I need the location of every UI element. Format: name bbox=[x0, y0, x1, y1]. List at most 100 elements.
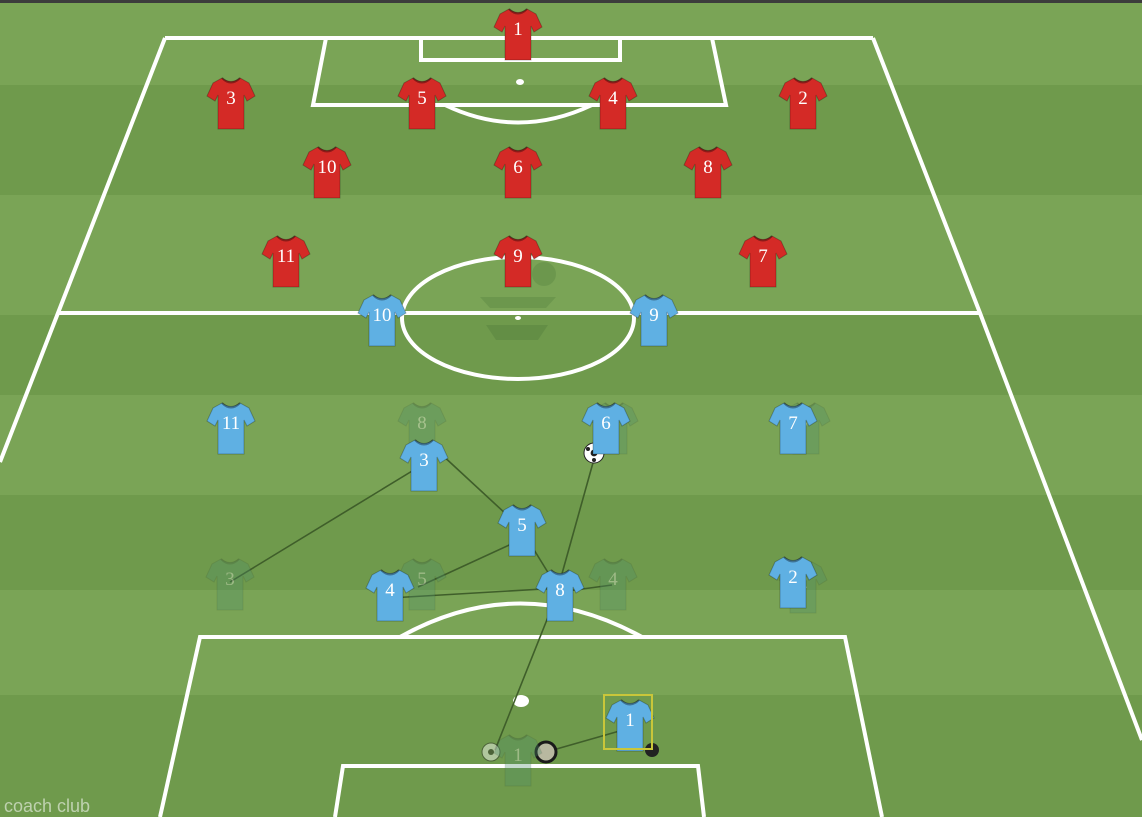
shirt-icon bbox=[629, 294, 679, 347]
shirt-icon bbox=[261, 235, 311, 288]
top-penalty-spot bbox=[516, 79, 524, 85]
player-number: 6 bbox=[601, 413, 611, 434]
shirt-icon bbox=[497, 504, 547, 557]
player-ghost-4: 4 bbox=[588, 556, 638, 612]
player-number: 6 bbox=[513, 157, 523, 178]
shirt-icon bbox=[768, 402, 818, 455]
player-number: 3 bbox=[226, 88, 236, 109]
player-red-7[interactable]: 7 bbox=[738, 233, 788, 289]
player-number: 5 bbox=[417, 569, 427, 590]
shirt-icon bbox=[397, 77, 447, 130]
player-ghost-3: 3 bbox=[205, 556, 255, 612]
player-blue-3[interactable]: 3 bbox=[399, 437, 449, 493]
shirt-icon bbox=[778, 77, 828, 130]
player-number: 1 bbox=[513, 19, 523, 40]
shirt-icon bbox=[683, 146, 733, 199]
watermark: coach club bbox=[4, 796, 91, 816]
shirt-icon bbox=[588, 77, 638, 130]
top-penalty-box bbox=[310, 37, 729, 107]
player-number: 7 bbox=[788, 413, 798, 434]
ball-ghost bbox=[481, 742, 501, 762]
player-red-1[interactable]: 1 bbox=[493, 6, 543, 62]
player-number: 8 bbox=[703, 157, 713, 178]
bottom-goal-box bbox=[333, 764, 706, 817]
player-red-11[interactable]: 11 bbox=[261, 233, 311, 289]
shirt-icon bbox=[493, 8, 543, 61]
player-blue-7[interactable]: 7 bbox=[768, 400, 818, 456]
player-blue-1[interactable]: 1 bbox=[603, 694, 655, 753]
player-number: 11 bbox=[221, 413, 241, 434]
shirt-icon bbox=[365, 569, 415, 622]
centre-spot bbox=[515, 316, 521, 320]
player-red-8[interactable]: 8 bbox=[683, 144, 733, 200]
player-number: 2 bbox=[788, 567, 798, 588]
shirt-icon bbox=[206, 402, 256, 455]
centre-logo-faint bbox=[480, 262, 556, 340]
player-blue-6[interactable]: 6 bbox=[581, 400, 631, 456]
shirt-icon bbox=[588, 558, 638, 611]
pass-line bbox=[545, 727, 631, 753]
shirt-icon bbox=[206, 77, 256, 130]
player-number: 10 bbox=[372, 305, 392, 326]
player-number: 8 bbox=[555, 580, 565, 601]
shirt-icon bbox=[738, 235, 788, 288]
shirt-icon bbox=[581, 402, 631, 455]
shirt-icon bbox=[493, 146, 543, 199]
player-blue-2[interactable]: 2 bbox=[768, 554, 818, 610]
player-red-4[interactable]: 4 bbox=[588, 75, 638, 131]
player-red-9[interactable]: 9 bbox=[493, 233, 543, 289]
shirt-icon bbox=[493, 734, 543, 787]
pass-line bbox=[389, 587, 561, 599]
pass-line bbox=[417, 539, 521, 588]
player-number: 3 bbox=[419, 450, 429, 471]
top-bar bbox=[0, 0, 1142, 3]
shirt-icon bbox=[768, 556, 818, 609]
pass-line bbox=[557, 451, 597, 589]
player-red-6[interactable]: 6 bbox=[493, 144, 543, 200]
selection-box bbox=[603, 694, 653, 750]
shirt-icon bbox=[205, 558, 255, 611]
player-red-2[interactable]: 2 bbox=[778, 75, 828, 131]
shirt-icon bbox=[399, 439, 449, 492]
player-number: 1 bbox=[513, 745, 523, 766]
bottom-penalty-spot bbox=[513, 695, 529, 707]
shirt-icon bbox=[302, 146, 352, 199]
player-red-10[interactable]: 10 bbox=[302, 144, 352, 200]
dot-marker bbox=[645, 743, 659, 757]
player-blue-9[interactable]: 9 bbox=[629, 292, 679, 348]
player-number: 5 bbox=[417, 88, 427, 109]
player-number: 1 bbox=[625, 710, 635, 731]
player-number: 5 bbox=[517, 515, 527, 536]
pass-lines bbox=[229, 451, 631, 753]
player-number: 9 bbox=[513, 246, 523, 267]
player-blue-11[interactable]: 11 bbox=[206, 400, 256, 456]
player-number: 10 bbox=[317, 157, 337, 178]
bottom-penalty-box bbox=[158, 635, 884, 817]
player-number: 11 bbox=[276, 246, 296, 267]
pass-line bbox=[229, 464, 423, 583]
shirt-icon bbox=[535, 569, 585, 622]
bottom-penalty-arc bbox=[399, 601, 643, 639]
player-number: 4 bbox=[608, 569, 618, 590]
shirt-icon bbox=[605, 699, 655, 752]
player-number: 4 bbox=[608, 88, 618, 109]
shirt-icon bbox=[357, 294, 407, 347]
player-blue-10[interactable]: 10 bbox=[357, 292, 407, 348]
ring-marker bbox=[534, 740, 558, 764]
player-number: 4 bbox=[385, 580, 395, 601]
player-number: 8 bbox=[417, 413, 427, 434]
player-blue-4[interactable]: 4 bbox=[365, 567, 415, 623]
player-ghost-1: 1 bbox=[493, 732, 543, 788]
player-red-3[interactable]: 3 bbox=[206, 75, 256, 131]
player-red-5[interactable]: 5 bbox=[397, 75, 447, 131]
player-number: 9 bbox=[649, 305, 659, 326]
player-blue-8[interactable]: 8 bbox=[535, 567, 585, 623]
player-number: 7 bbox=[758, 246, 768, 267]
top-penalty-arc bbox=[444, 103, 593, 125]
shirt-icon bbox=[493, 235, 543, 288]
player-blue-5[interactable]: 5 bbox=[497, 502, 547, 558]
player-number: 2 bbox=[798, 88, 808, 109]
